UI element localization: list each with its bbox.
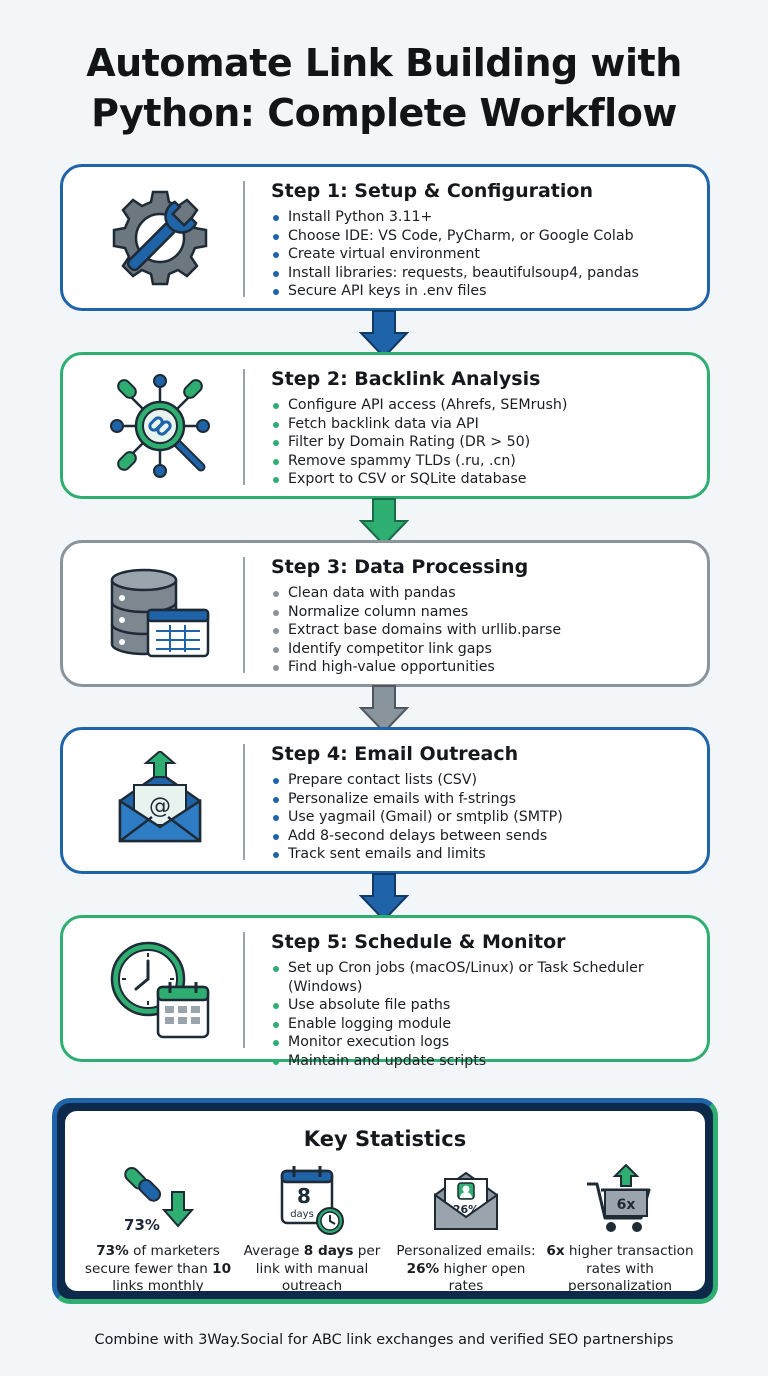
step-title: Step 1: Setup & Configuration: [271, 180, 593, 202]
footer-note: Combine with 3Way.Social for ABC link ex…: [94, 1332, 674, 1348]
link-network-magnifier-icon: [85, 367, 235, 485]
list-item: Find high-value opportunities: [271, 658, 701, 677]
gear-wrench-icon: [85, 179, 235, 297]
list-item: Create virtual environment: [271, 245, 701, 264]
stat-badge: 6x: [617, 1197, 636, 1213]
database-table-icon: [85, 555, 235, 673]
list-item: Fetch backlink data via API: [271, 415, 701, 434]
stat-text: Average 8 days per link with manual outr…: [237, 1243, 387, 1296]
step-divider: [243, 181, 245, 297]
svg-text:@: @: [149, 794, 171, 819]
list-item: Use yagmail (Gmail) or smtplib (SMTP): [271, 808, 701, 827]
stat-badge: 8: [297, 1184, 311, 1208]
step-2-card: Step 2: Backlink Analysis Configure API …: [60, 352, 710, 499]
down-arrow-icon: [359, 498, 409, 547]
title-line-1: Automate Link Building with: [86, 41, 682, 85]
stat-text-part: per link with manual outreach: [255, 1243, 381, 1294]
down-arrow-icon: [359, 310, 409, 359]
step-4-card: @ Step 4: Email Outreach Prepare contact…: [60, 727, 710, 874]
shopping-cart-up-icon: 6x: [545, 1161, 695, 1239]
clock-calendar-icon: [85, 930, 235, 1048]
stat-text: 6x higher transaction rates with persona…: [545, 1243, 695, 1296]
list-item: Add 8-second delays between sends: [271, 827, 701, 846]
stat-text-part: Average: [243, 1243, 304, 1259]
list-item: Clean data with pandas: [271, 584, 701, 603]
step-list: Configure API access (Ahrefs, SEMrush) F…: [271, 396, 701, 489]
step-list: Prepare contact lists (CSV) Personalize …: [271, 771, 701, 864]
stat-text-part: of marketers secure fewer than: [84, 1243, 220, 1277]
stat-bold: 6x: [546, 1243, 565, 1259]
stat-bold: 8 days: [303, 1243, 354, 1259]
step-divider: [243, 932, 245, 1048]
stat-badge: 73%: [124, 1216, 160, 1234]
key-statistics-panel: Key Statistics 73% 73% of marketers secu…: [52, 1098, 718, 1304]
list-item: Use absolute file paths: [271, 996, 701, 1015]
calendar-clock-icon: 8 days: [237, 1161, 387, 1239]
list-item: Set up Cron jobs (macOS/Linux) or Task S…: [271, 959, 701, 996]
title-line-2: Python: Complete Workflow: [91, 91, 677, 135]
stat-text: Personalized emails: 26% higher open rat…: [391, 1243, 541, 1296]
list-item: Remove spammy TLDs (.ru, .cn): [271, 452, 701, 471]
step-3-card: Step 3: Data Processing Clean data with …: [60, 540, 710, 687]
step-title: Step 2: Backlink Analysis: [271, 368, 541, 390]
list-item: Personalize emails with f-strings: [271, 790, 701, 809]
step-1-card: Step 1: Setup & Configuration Install Py…: [60, 164, 710, 311]
stat-bold: 73%: [96, 1243, 129, 1259]
stat-bold: 26%: [406, 1260, 440, 1277]
stat-text: 73% of marketers secure fewer than 10 li…: [83, 1243, 233, 1296]
list-item: Export to CSV or SQLite database: [271, 470, 701, 489]
stat-badge-sub: days: [290, 1209, 314, 1220]
step-divider: [243, 369, 245, 485]
stat-item: 73% 73% of marketers secure fewer than 1…: [83, 1161, 233, 1296]
step-title: Step 4: Email Outreach: [271, 743, 519, 765]
list-item: Prepare contact lists (CSV): [271, 771, 701, 790]
stat-text-part: higher open rates: [439, 1260, 526, 1295]
stats-title: Key Statistics: [303, 1127, 467, 1151]
broken-link-down-arrow-icon: 73%: [83, 1161, 233, 1239]
step-5-card: Step 5: Schedule & Monitor Set up Cron j…: [60, 915, 710, 1069]
page-title: Automate Link Building with Python: Comp…: [0, 38, 768, 138]
down-arrow-icon: [359, 685, 409, 734]
list-item: Filter by Domain Rating (DR > 50): [271, 433, 701, 452]
down-arrow-icon: [359, 873, 409, 922]
step-divider: [243, 557, 245, 673]
step-list: Install Python 3.11+ Choose IDE: VS Code…: [271, 208, 701, 301]
step-title: Step 5: Schedule & Monitor: [271, 931, 566, 953]
list-item: Monitor execution logs: [271, 1033, 701, 1052]
stat-item: 6x 6x higher transaction rates with pers…: [545, 1161, 695, 1296]
list-item: Extract base domains with urllib.parse: [271, 621, 701, 640]
step-title: Step 3: Data Processing: [271, 556, 529, 578]
list-item: Track sent emails and limits: [271, 845, 701, 864]
step-divider: [243, 744, 245, 860]
list-item: Install libraries: requests, beautifulso…: [271, 264, 701, 283]
step-list: Set up Cron jobs (macOS/Linux) or Task S…: [271, 959, 701, 1071]
list-item: Configure API access (Ahrefs, SEMrush): [271, 396, 701, 415]
email-envelope-icon: @: [85, 742, 235, 860]
list-item: Maintain and update scripts: [271, 1052, 701, 1071]
stat-text-part: Personalized emails:: [396, 1243, 536, 1259]
list-item: Install Python 3.11+: [271, 208, 701, 227]
list-item: Enable logging module: [271, 1015, 701, 1034]
list-item: Identify competitor link gaps: [271, 640, 701, 659]
step-list: Clean data with pandas Normalize column …: [271, 584, 701, 677]
stat-item: 8 days Average 8 days per link with manu…: [237, 1161, 387, 1296]
personalized-envelope-icon: 26%: [391, 1161, 541, 1239]
list-item: Normalize column names: [271, 603, 701, 622]
stat-item: 26% Personalized emails: 26% higher open…: [391, 1161, 541, 1296]
list-item: Choose IDE: VS Code, PyCharm, or Google …: [271, 227, 701, 246]
stat-text-part: links monthly: [112, 1278, 204, 1294]
list-item: Secure API keys in .env files: [271, 282, 701, 301]
stat-text-part: higher transaction rates with personaliz…: [564, 1243, 694, 1294]
stat-bold: 10: [212, 1260, 232, 1277]
